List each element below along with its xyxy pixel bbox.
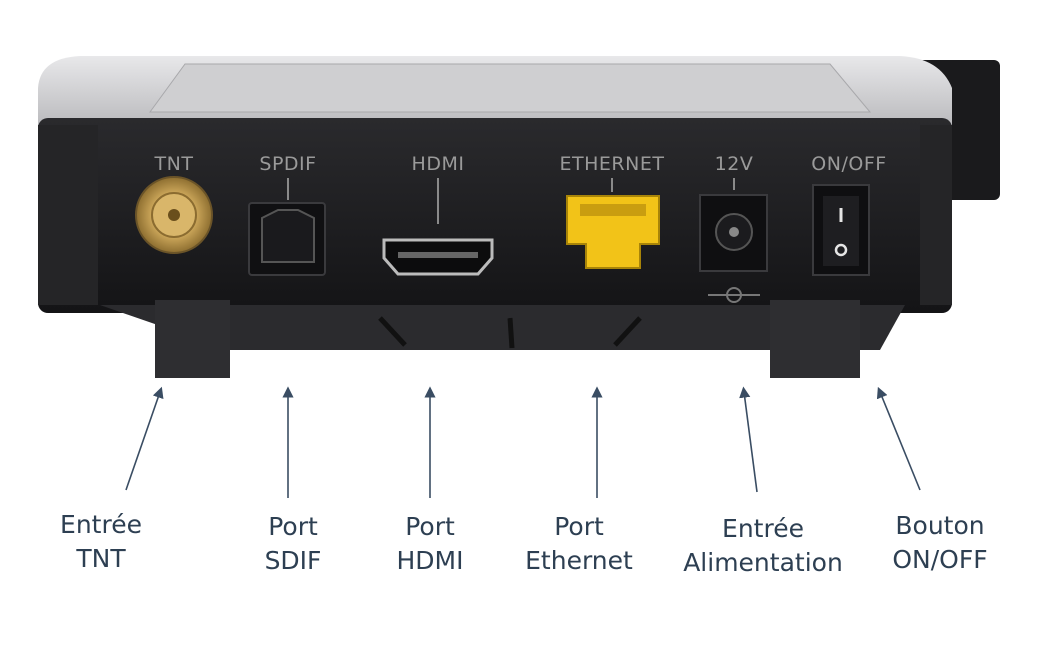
device-foot-right — [770, 300, 860, 378]
callout-power-line1: Entrée — [722, 514, 804, 543]
callout-sdif-line1: Port — [268, 512, 318, 541]
polarity-symbol-icon — [708, 287, 760, 303]
port-label-ethernet: ETHERNET — [560, 153, 665, 175]
power-jack[interactable] — [699, 194, 768, 272]
arrow-tnt — [125, 386, 164, 491]
port-label-onoff: ON/OFF — [811, 153, 886, 175]
port-label-hdmi: HDMI — [412, 153, 465, 175]
hdmi-port[interactable] — [382, 238, 494, 276]
tnt-coax-port[interactable] — [135, 176, 213, 254]
arrow-power — [739, 386, 758, 493]
device-foot-left — [155, 300, 230, 378]
callout-power: Entrée Alimentation — [668, 512, 858, 580]
ethernet-port[interactable] — [566, 195, 660, 269]
port-label-tnt: TNT — [154, 153, 194, 175]
arrow-switch — [876, 386, 921, 491]
callout-switch: Bouton ON/OFF — [875, 509, 1005, 577]
port-label-12v: 12V — [715, 153, 754, 175]
power-switch[interactable] — [812, 184, 870, 276]
vent-slot — [613, 316, 642, 347]
callout-ethernet: Port Ethernet — [514, 510, 644, 578]
callout-ethernet-line1: Port — [554, 512, 604, 541]
device-right-edge — [920, 125, 952, 305]
callout-power-line2: Alimentation — [683, 548, 843, 577]
callout-tnt-line2: TNT — [76, 544, 126, 573]
callout-tnt: Entrée TNT — [41, 508, 161, 576]
callout-sdif: Port SDIF — [233, 510, 353, 578]
callout-ethernet-line2: Ethernet — [525, 546, 633, 575]
port-label-spdif: SPDIF — [259, 153, 316, 175]
spdif-port[interactable] — [248, 202, 326, 276]
vent-slot — [507, 317, 515, 349]
device-top-panel — [149, 63, 872, 113]
callout-hdmi-line1: Port — [405, 512, 455, 541]
callout-hdmi-line2: HDMI — [396, 546, 464, 575]
vent-slot — [378, 316, 407, 347]
callout-hdmi: Port HDMI — [370, 510, 490, 578]
callout-switch-line2: ON/OFF — [892, 545, 988, 574]
device-base — [100, 305, 905, 350]
callout-sdif-line2: SDIF — [264, 546, 322, 575]
device-left-edge — [38, 125, 98, 305]
callout-tnt-line1: Entrée — [60, 510, 142, 539]
callout-switch-line1: Bouton — [895, 511, 985, 540]
